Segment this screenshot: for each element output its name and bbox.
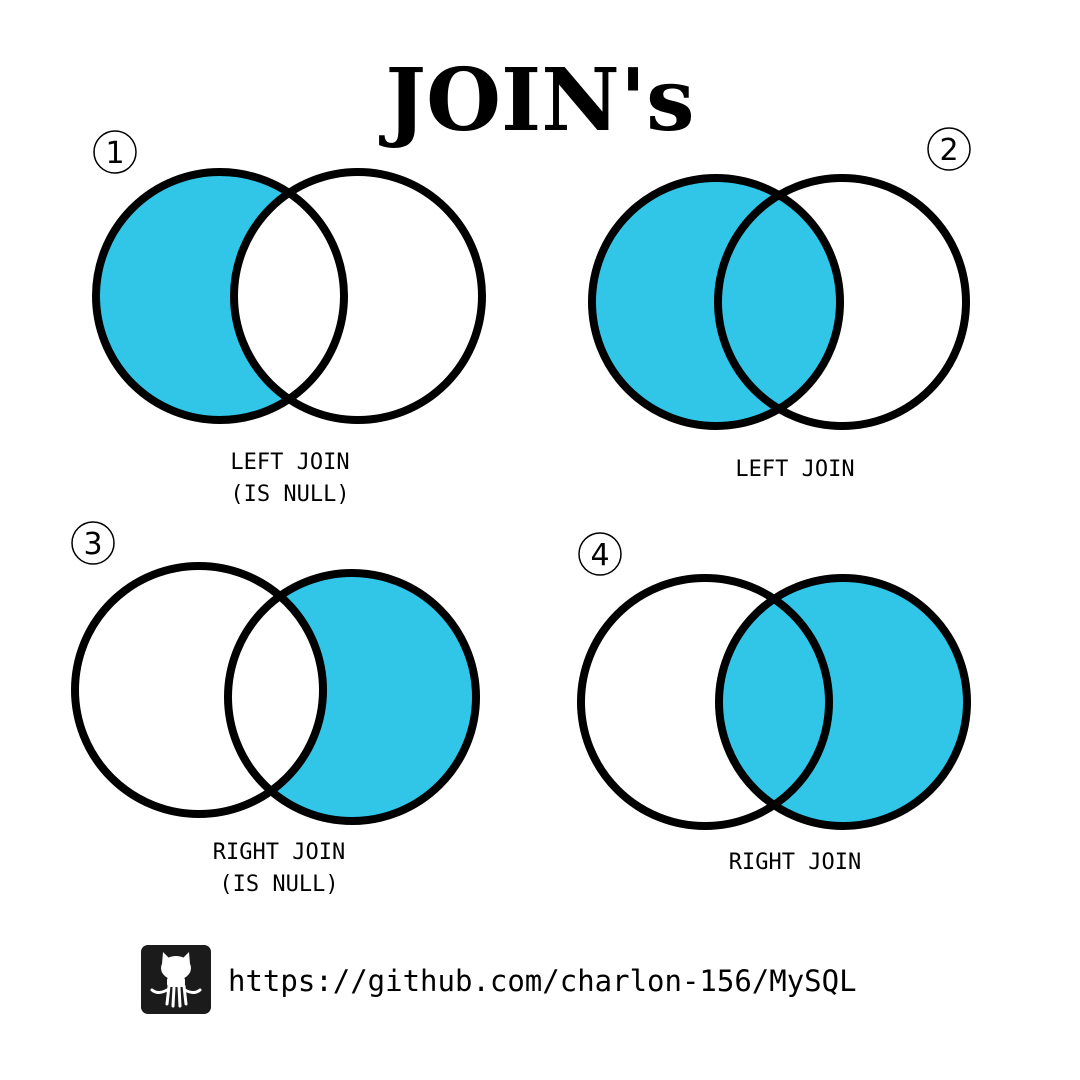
left-table-circle <box>577 574 833 830</box>
diagram-caption: RIGHT JOIN <box>213 840 345 865</box>
github-url-link[interactable]: https://github.com/charlon-156/MySQL <box>228 964 857 998</box>
diagram-caption-note: (IS NULL) <box>230 482 349 507</box>
right-table-circle <box>230 168 486 424</box>
diagram-number-badge: 4 <box>578 532 622 576</box>
right-table-circle <box>224 569 480 825</box>
diagram-caption: LEFT JOIN <box>230 450 349 475</box>
diagram-number: 4 <box>590 538 609 573</box>
page-title: JOIN's <box>378 50 694 151</box>
diagram-number-badge: 2 <box>927 127 971 171</box>
diagram-number-badge: 3 <box>71 521 115 565</box>
right-table-circle <box>714 174 970 430</box>
right-table-circle <box>715 574 971 830</box>
left-table-circle <box>71 562 327 818</box>
diagram-caption: RIGHT JOIN <box>729 850 861 875</box>
venn-highlight-left-only <box>96 172 344 420</box>
diagram-number-badge: 1 <box>93 130 137 174</box>
venn-highlight-right-only <box>228 573 476 821</box>
diagram-caption: LEFT JOIN <box>735 457 854 482</box>
diagram-number: 2 <box>939 133 958 168</box>
diagram-number: 1 <box>105 136 124 171</box>
footer: https://github.com/charlon-156/MySQL <box>141 945 857 1014</box>
left-table-circle <box>588 174 844 430</box>
github-logo[interactable] <box>141 945 211 1014</box>
diagram-caption-note: (IS NULL) <box>219 872 338 897</box>
diagram-number: 3 <box>83 527 102 562</box>
left-table-circle <box>92 168 348 424</box>
venn-highlight-right-full <box>719 578 967 826</box>
github-octocat-icon <box>150 952 202 1008</box>
